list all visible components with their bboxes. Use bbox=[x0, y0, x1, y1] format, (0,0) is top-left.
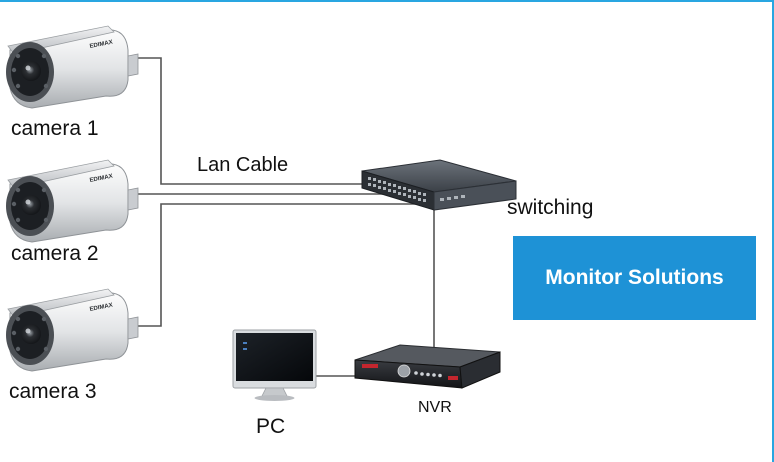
nvr-label: NVR bbox=[418, 399, 452, 416]
monitor-solutions-title: Monitor Solutions bbox=[545, 266, 724, 289]
monitor-solutions-banner: Monitor Solutions bbox=[513, 236, 756, 320]
right-border bbox=[772, 0, 774, 462]
bullet-camera-icon: EDIMAX bbox=[5, 288, 139, 372]
camera-1-label: camera 1 bbox=[11, 117, 99, 140]
pc-label: PC bbox=[256, 415, 286, 438]
nvr-recorder-icon bbox=[354, 344, 501, 389]
bullet-camera-icon: EDIMAX bbox=[5, 159, 139, 243]
network-switch-icon bbox=[361, 159, 517, 211]
camera-3-label: camera 3 bbox=[9, 380, 97, 403]
switch-label: switching bbox=[507, 196, 594, 219]
pc-monitor-icon bbox=[232, 329, 317, 401]
camera-2-label: camera 2 bbox=[11, 242, 99, 265]
camera-brand-mark: EDIMAX bbox=[89, 174, 113, 184]
camera-brand-mark: EDIMAX bbox=[89, 40, 113, 50]
cable-camera-3 bbox=[132, 203, 428, 327]
camera-brand-mark: EDIMAX bbox=[89, 303, 113, 313]
top-border bbox=[0, 0, 774, 2]
cable-lines bbox=[112, 57, 435, 377]
bullet-camera-icon: EDIMAX bbox=[5, 25, 139, 109]
lan-cable-label: Lan Cable bbox=[197, 154, 289, 176]
